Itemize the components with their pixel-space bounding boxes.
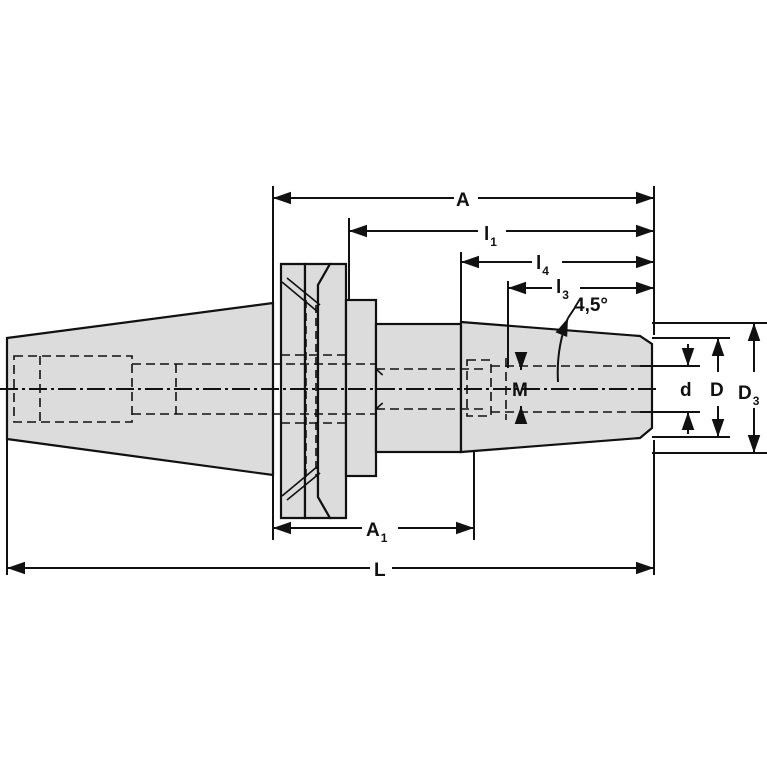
holder-body [5, 262, 654, 520]
label-M: M [512, 380, 528, 401]
label-A1: A1 [366, 520, 388, 545]
flange-slot-lines [281, 277, 321, 501]
label-l4: l4 [536, 253, 549, 278]
label-d: d [680, 380, 692, 401]
angle-leader [567, 305, 577, 319]
label-l1: l1 [484, 224, 497, 249]
flange-v-groove-right [316, 262, 348, 520]
label-A: A [456, 190, 470, 211]
label-l3: l3 [556, 277, 569, 302]
nose [459, 320, 654, 454]
label-D: D [710, 380, 724, 401]
label-L: L [374, 560, 386, 581]
hidden-lines [13, 354, 652, 424]
label-D3: D3 [738, 383, 760, 408]
angle-arc [555, 317, 569, 383]
dimension-lines [7, 191, 761, 575]
label-angle: 4,5° [574, 295, 608, 316]
dimension-labels: A l1 l4 l3 4,5° M d D D3 A1 L [366, 190, 760, 581]
